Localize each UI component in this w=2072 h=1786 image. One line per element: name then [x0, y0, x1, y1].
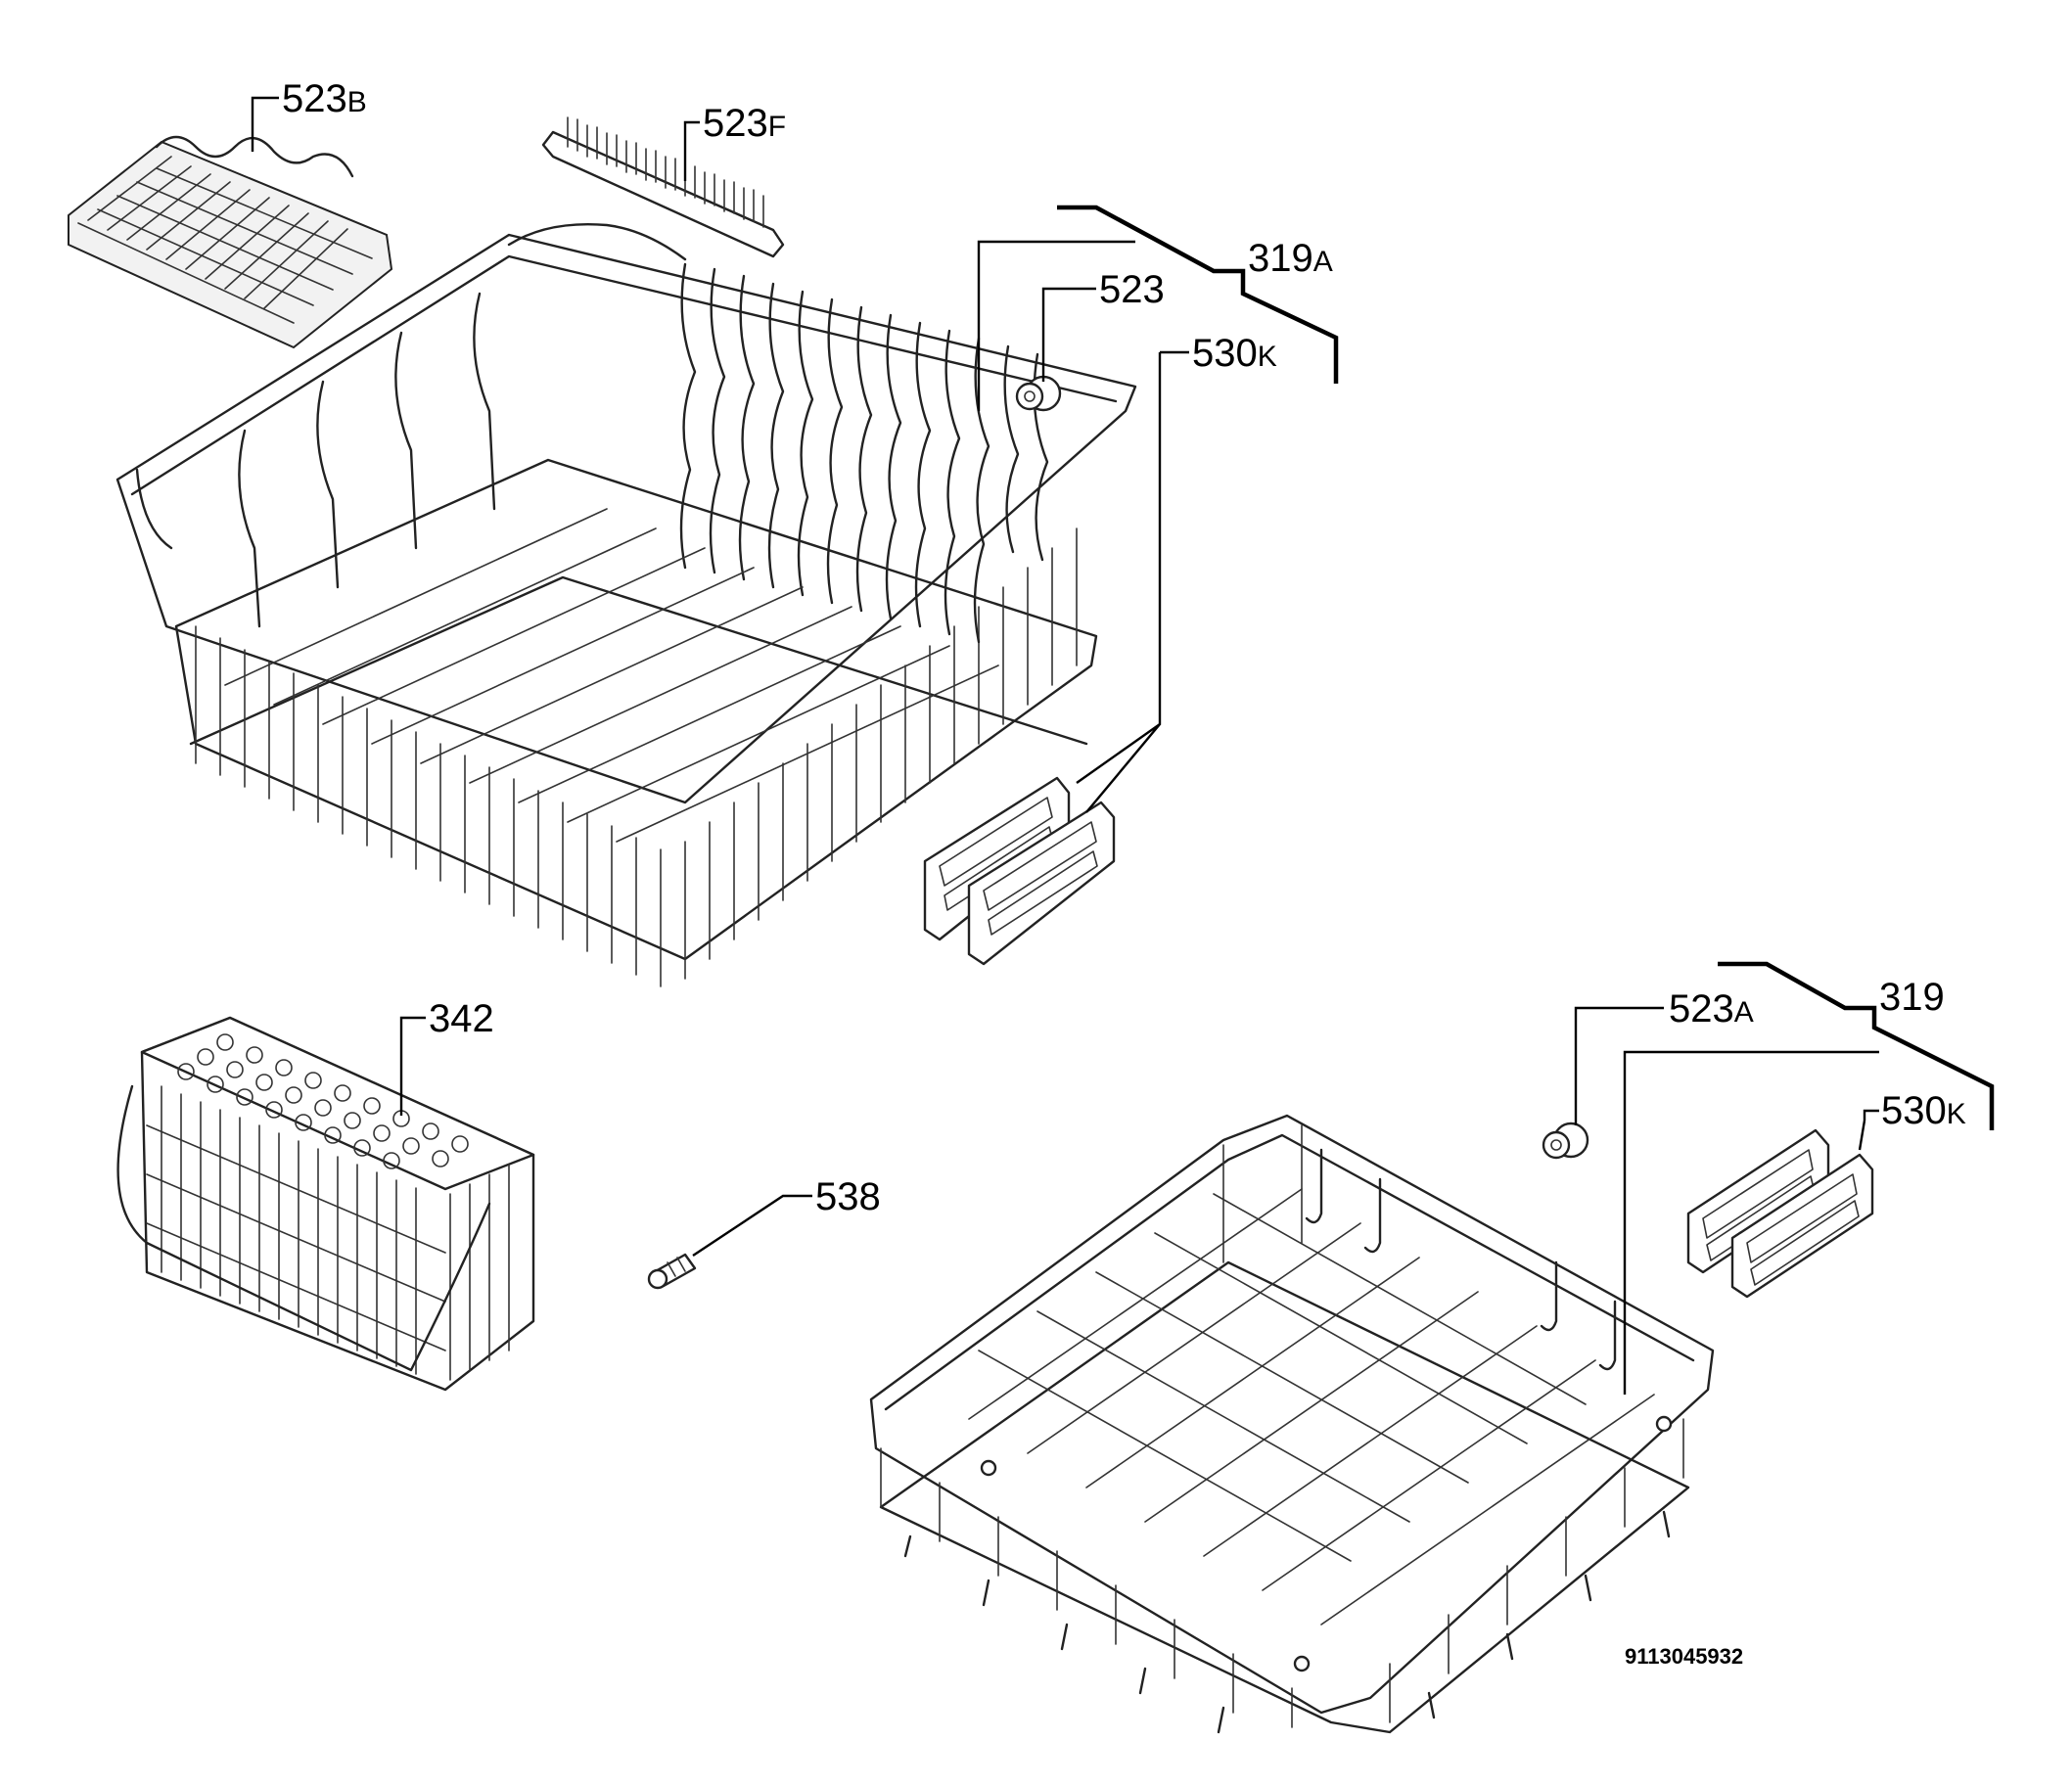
label-342: 342	[429, 997, 494, 1040]
basket-clips-530k-bottom	[1686, 1128, 1874, 1299]
leader-lines	[251, 96, 1879, 1395]
drawing-code: 9113045932	[1625, 1644, 1743, 1669]
nozzle-538	[647, 1253, 697, 1290]
label-530k-bottom: 530K	[1881, 1089, 1966, 1132]
label-523: 523	[1099, 268, 1165, 311]
assembly-brackets	[1057, 205, 1995, 1130]
label-523a: 523A	[1669, 987, 1754, 1030]
label-319a: 319A	[1248, 237, 1333, 280]
upper-basket	[115, 222, 1137, 987]
lower-basket	[869, 1114, 1715, 1734]
comb-insert-523f	[541, 116, 785, 258]
label-538: 538	[815, 1175, 881, 1218]
part-labels: 523B 523F 319A 523 530K 342 538 523A 319…	[282, 77, 1966, 1669]
cutlery-basket-342	[116, 1016, 535, 1392]
wheel-523	[1015, 375, 1062, 412]
label-523b: 523B	[282, 77, 367, 120]
label-523f: 523F	[703, 102, 786, 145]
basket-clips-530k-top	[923, 776, 1116, 966]
cup-rack-523b	[68, 135, 393, 349]
label-530k-top: 530K	[1192, 332, 1277, 375]
wheel-523a	[1542, 1122, 1589, 1160]
label-319: 319	[1879, 976, 1945, 1019]
